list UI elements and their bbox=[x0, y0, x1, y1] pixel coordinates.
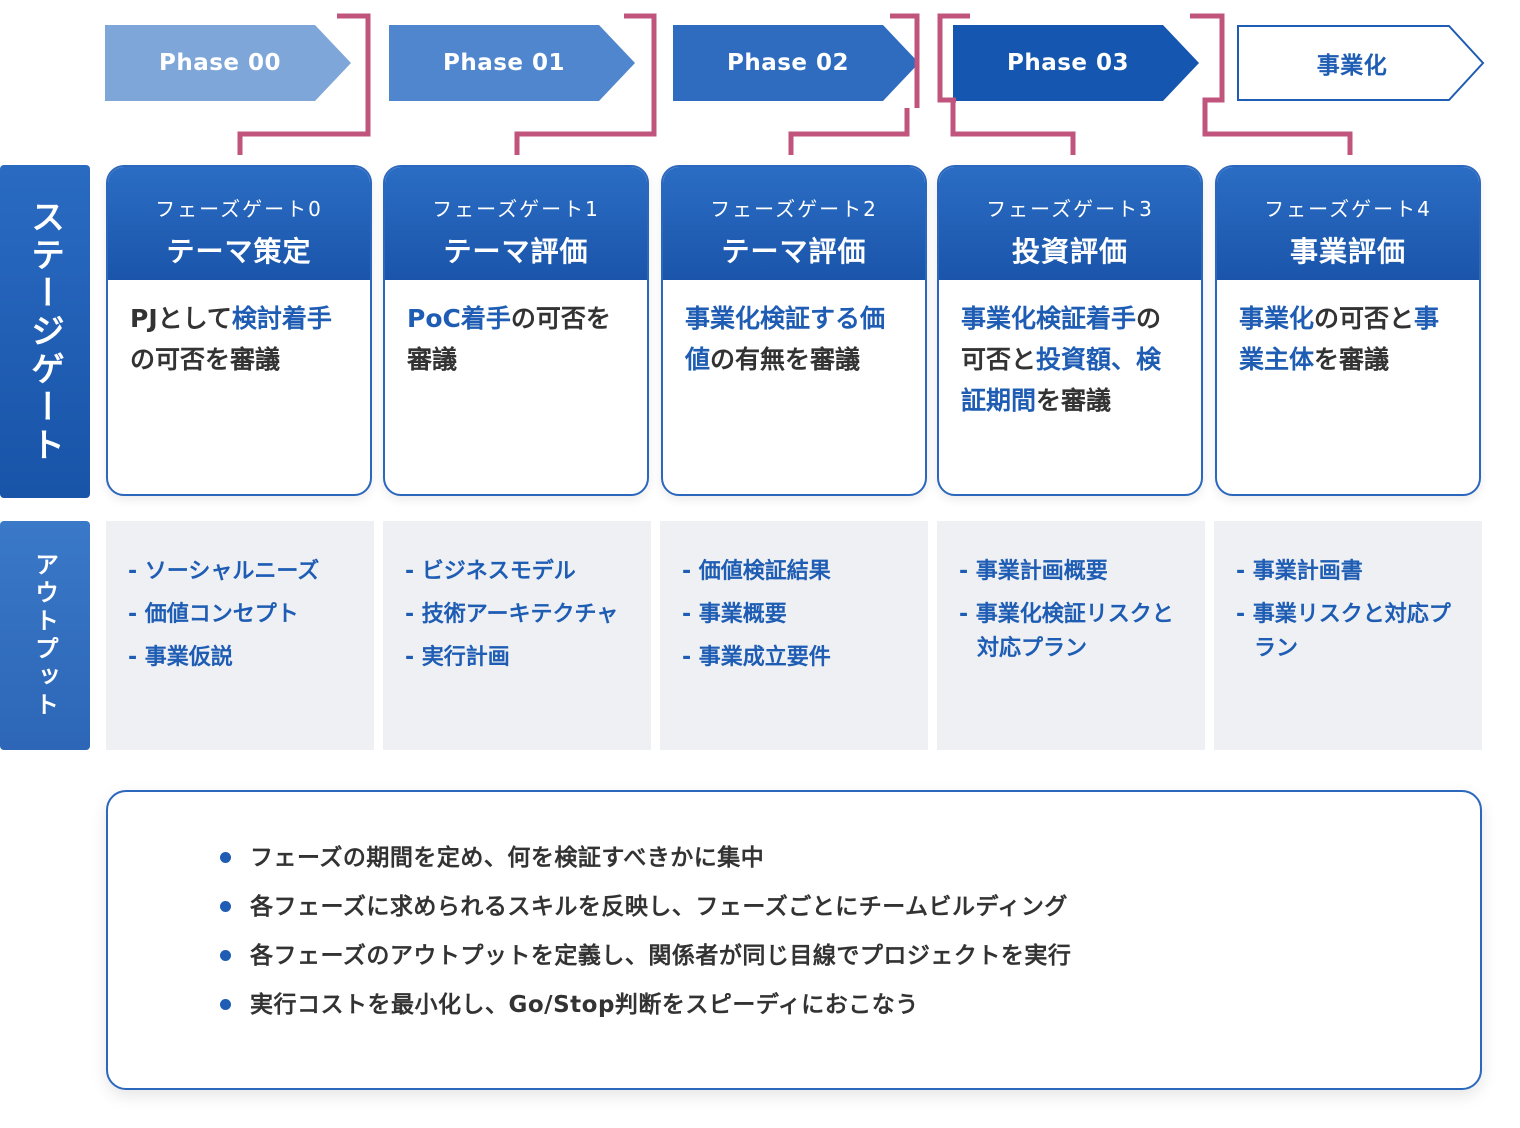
phase-label: Phase 02 bbox=[726, 50, 850, 76]
gate-card-subtitle: フェーズゲート0 bbox=[155, 197, 323, 221]
body-text: PJとして bbox=[130, 304, 232, 333]
highlight-text: PoC着手 bbox=[407, 304, 511, 333]
gate-connector-0 bbox=[237, 13, 371, 155]
output-item: - 事業概要 bbox=[682, 602, 787, 627]
highlight-text: 投資額、検証期間 bbox=[961, 345, 1162, 415]
highlight-text: 検討着手 bbox=[231, 304, 332, 333]
arrow-shape bbox=[105, 25, 351, 101]
gate-card-body: 事業化検証着手の可否と投資額、検証期間を審議 bbox=[939, 280, 1201, 421]
highlight-text: 事業化検証着手 bbox=[961, 304, 1137, 333]
phase-label: Phase 03 bbox=[1006, 50, 1130, 76]
arrow-shape bbox=[953, 25, 1199, 101]
body-text: の可否を審議 bbox=[407, 304, 611, 374]
bullet-icon bbox=[220, 852, 231, 863]
gate-card-body: 事業化の可否と事業主体を審議 bbox=[1217, 280, 1479, 380]
phase-label: Phase 01 bbox=[442, 50, 566, 76]
phase-label: 事業化 bbox=[1316, 53, 1388, 79]
summary-text: 各フェーズのアウトプットを定義し、関係者が同じ目線でプロジェクトを実行 bbox=[250, 943, 1072, 969]
gate-card-header: フェーズゲート4 事業評価 bbox=[1217, 167, 1479, 280]
output-box-3: - 事業計画概要 - 事業化検証リスクと対応プラン bbox=[937, 521, 1205, 750]
side-label-text: アウトプット bbox=[30, 551, 59, 720]
gate-card-0: フェーズゲート0 テーマ策定 PJとして検討着手の可否を審議 bbox=[106, 165, 372, 496]
output-item: - 実行計画 bbox=[405, 645, 510, 670]
gate-card-header: フェーズゲート3 投資評価 bbox=[939, 167, 1201, 280]
output-item: - 事業計画書 bbox=[1236, 559, 1363, 584]
gate-card-subtitle: フェーズゲート3 bbox=[986, 197, 1154, 221]
output-item: - 価値コンセプト bbox=[128, 602, 299, 627]
bullet-icon bbox=[220, 901, 231, 912]
summary-text: フェーズの期間を定め、何を検証すべきかに集中 bbox=[250, 845, 765, 871]
body-text: の可否と bbox=[1314, 304, 1415, 333]
gate-card-subtitle: フェーズゲート1 bbox=[432, 197, 600, 221]
body-text: を審議 bbox=[1036, 386, 1112, 415]
gate-card-subtitle: フェーズゲート4 bbox=[1264, 197, 1432, 221]
gate-card-1: フェーズゲート1 テーマ評価 PoC着手の可否を審議 bbox=[383, 165, 649, 496]
highlight-text: 事業化 bbox=[1239, 304, 1315, 333]
gate-card-body: 事業化検証する価値の有無を審議 bbox=[663, 280, 925, 380]
output-box-2: - 価値検証結果 - 事業概要 - 事業成立要件 bbox=[660, 521, 928, 750]
summary-text: 各フェーズに求められるスキルを反映し、フェーズごとにチームビルディング bbox=[250, 894, 1068, 920]
output-box-4: - 事業計画書 - 事業リスクと対応プラン bbox=[1214, 521, 1482, 750]
output-box-1: - ビジネスモデル - 技術アーキテクチャ - 実行計画 bbox=[383, 521, 651, 750]
gate-connector-2 bbox=[788, 13, 920, 155]
side-label-stage-gate: ステージゲート bbox=[0, 165, 90, 498]
summary-item: 各フェーズに求められるスキルを反映し、フェーズごとにチームビルディング bbox=[220, 883, 1480, 932]
phase-label: Phase 00 bbox=[158, 50, 282, 76]
output-item: - 事業計画概要 bbox=[959, 559, 1108, 584]
gate-connectors bbox=[237, 13, 1353, 155]
gate-card-header: フェーズゲート2 テーマ評価 bbox=[663, 167, 925, 280]
output-item: - ビジネスモデル bbox=[405, 559, 576, 584]
highlight-text: 事業主体 bbox=[1239, 304, 1440, 374]
gate-card-header: フェーズゲート0 テーマ策定 bbox=[108, 167, 370, 280]
summary-item: 各フェーズのアウトプットを定義し、関係者が同じ目線でプロジェクトを実行 bbox=[220, 932, 1480, 981]
side-label-text: ステージゲート bbox=[24, 198, 65, 465]
gate-card-title: テーマ策定 bbox=[166, 235, 312, 268]
summary-list: フェーズの期間を定め、何を検証すべきかに集中 各フェーズに求められるスキルを反映… bbox=[108, 792, 1480, 1030]
gate-connector-4 bbox=[1190, 13, 1353, 155]
bullet-icon bbox=[220, 950, 231, 961]
output-item: - 事業リスクと対応プラン bbox=[1236, 602, 1451, 661]
body-text: の可否を審議 bbox=[130, 345, 281, 374]
summary-text: 実行コストを最小化し、Go/Stop判断をスピーディにおこなう bbox=[250, 992, 919, 1018]
gate-connector-1 bbox=[514, 13, 657, 155]
output-item: - 事業化検証リスクと対応プラン bbox=[959, 602, 1174, 661]
gate-card-title: テーマ評価 bbox=[721, 235, 867, 268]
output-item: - 事業仮説 bbox=[128, 645, 233, 670]
side-label-output: アウトプット bbox=[0, 521, 90, 750]
gate-card-header: フェーズゲート1 テーマ評価 bbox=[385, 167, 647, 280]
output-item: - 事業成立要件 bbox=[682, 645, 831, 670]
summary-item: 実行コストを最小化し、Go/Stop判断をスピーディにおこなう bbox=[220, 981, 1480, 1030]
gate-card-title: テーマ評価 bbox=[443, 235, 589, 268]
arrow-shape bbox=[389, 25, 635, 101]
gate-card-body: PJとして検討着手の可否を審議 bbox=[108, 280, 370, 380]
body-text: の可否と bbox=[961, 304, 1162, 374]
arrow-shape bbox=[673, 25, 919, 101]
body-text: の有無を審議 bbox=[710, 345, 861, 374]
output-item: - 技術アーキテクチャ bbox=[405, 602, 619, 627]
bullet-icon bbox=[220, 999, 231, 1010]
gate-card-3: フェーズゲート3 投資評価 事業化検証着手の可否と投資額、検証期間を審議 bbox=[937, 165, 1203, 496]
arrow-shape bbox=[1237, 25, 1485, 101]
gate-connector-3 bbox=[937, 13, 1076, 155]
gate-card-subtitle: フェーズゲート2 bbox=[710, 197, 878, 221]
output-box-0: - ソーシャルニーズ - 価値コンセプト - 事業仮説 bbox=[106, 521, 374, 750]
gate-card-title: 事業評価 bbox=[1289, 235, 1406, 268]
gate-card-2: フェーズゲート2 テーマ評価 事業化検証する価値の有無を審議 bbox=[661, 165, 927, 496]
highlight-text: 事業化検証する価値 bbox=[685, 304, 886, 374]
output-item: - 価値検証結果 bbox=[682, 559, 831, 584]
gate-card-4: フェーズゲート4 事業評価 事業化の可否と事業主体を審議 bbox=[1215, 165, 1481, 496]
output-item: - ソーシャルニーズ bbox=[128, 559, 320, 584]
summary-item: フェーズの期間を定め、何を検証すべきかに集中 bbox=[220, 834, 1480, 883]
body-text: を審議 bbox=[1314, 345, 1390, 374]
gate-card-body: PoC着手の可否を審議 bbox=[385, 280, 647, 380]
gate-card-title: 投資評価 bbox=[1011, 235, 1128, 268]
summary-box: フェーズの期間を定め、何を検証すべきかに集中 各フェーズに求められるスキルを反映… bbox=[106, 790, 1482, 1090]
